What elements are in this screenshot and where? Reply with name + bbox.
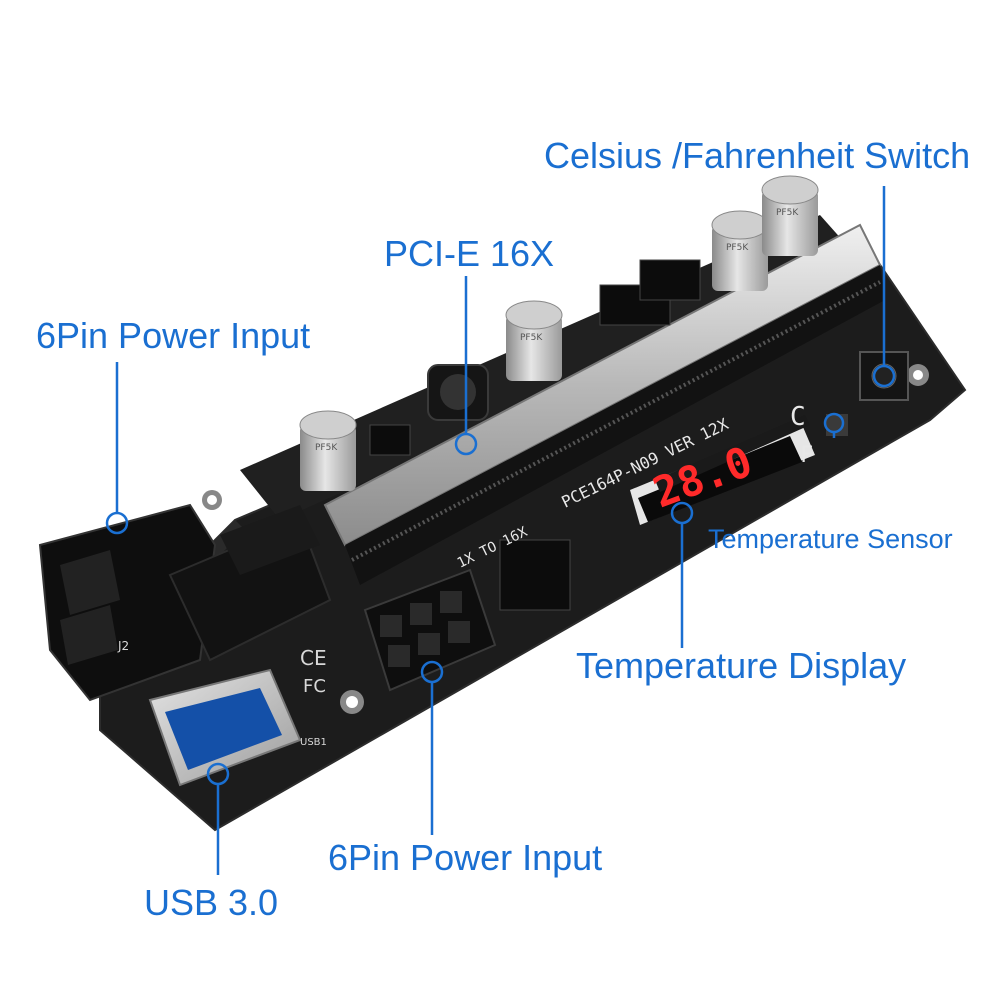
label-power-input-bottom: 6Pin Power Input	[328, 837, 603, 878]
capacitor-2: PF5K	[505, 300, 563, 381]
label-celsius-switch: Celsius /Fahrenheit Switch	[544, 135, 971, 176]
svg-text:C: C	[790, 402, 806, 432]
svg-text:PF5K: PF5K	[520, 333, 543, 343]
svg-text:FC: FC	[303, 676, 326, 697]
bottom-6pin-connector	[363, 568, 497, 692]
label-usb: USB 3.0	[144, 882, 279, 923]
svg-text:PF5K: PF5K	[315, 443, 338, 453]
label-temperature-display: Temperature Display	[576, 645, 907, 686]
svg-text:PF5K: PF5K	[776, 208, 799, 218]
svg-text:USB1: USB1	[300, 737, 327, 748]
capacitor-4: PF5K	[761, 175, 819, 256]
celsius-fahrenheit-switch	[859, 351, 909, 401]
capacitor-3: PF5K	[711, 210, 769, 291]
label-pcie-slot: PCI-E 16X	[384, 233, 555, 274]
temperature-display-module: 28.0 C F	[630, 402, 815, 525]
svg-text:PF5K: PF5K	[726, 243, 749, 253]
label-power-input-left: 6Pin Power Input	[36, 315, 311, 356]
label-temperature-sensor: Temperature Sensor	[708, 524, 953, 554]
svg-text:CE: CE	[300, 646, 327, 670]
capacitor-1: PF5K	[299, 410, 357, 491]
svg-text:F: F	[800, 443, 813, 468]
svg-text:J2: J2	[117, 639, 129, 653]
usb-port: USB1	[148, 668, 327, 787]
